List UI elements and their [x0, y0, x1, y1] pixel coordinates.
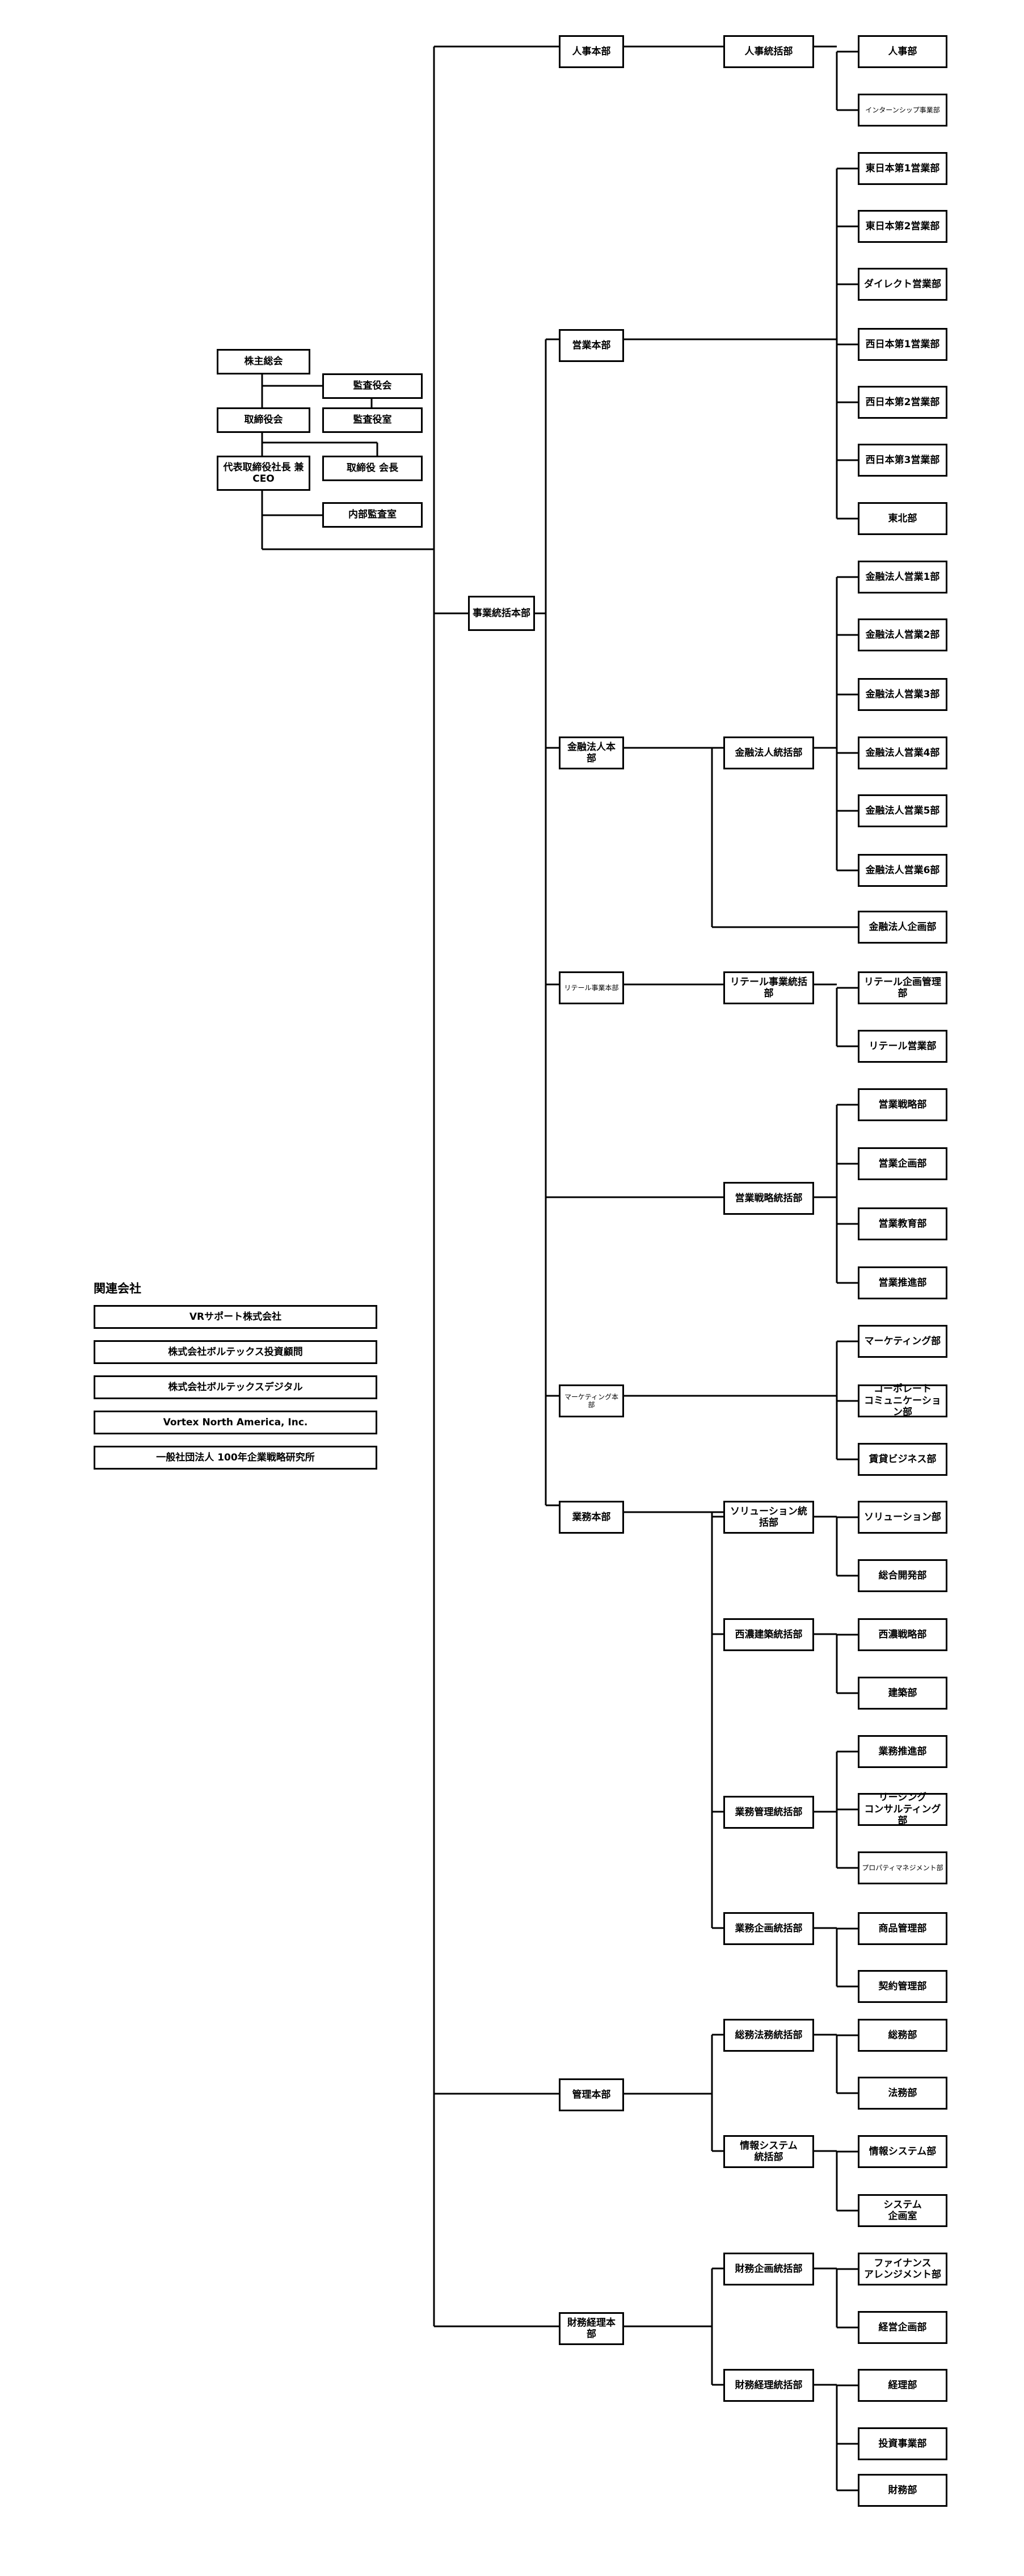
strategy-division-box: 営業戦略統括部: [723, 1182, 814, 1215]
hr-division-box: 人事統括部: [723, 35, 814, 68]
admin-division-1: 情報システム 統括部: [723, 2135, 814, 2168]
fin-acct-division-0: 財務企画統括部: [723, 2253, 814, 2285]
finance-corp-dept-3: 金融法人営業4部: [858, 736, 947, 769]
finance-corp-hq-box: 金融法人本部: [559, 736, 624, 769]
sales-dept-2: ダイレクト営業部: [858, 268, 947, 301]
hr-hq-box: 人事本部: [559, 35, 624, 68]
sales-dept-5: 西日本第3営業部: [858, 444, 947, 477]
sales-dept-0: 東日本第1営業部: [858, 152, 947, 185]
operations-3-dept-1: 契約管理部: [858, 1970, 947, 2003]
operations-1-dept-0: 西濃戦略部: [858, 1618, 947, 1651]
fin-acct-1-dept-2: 財務部: [858, 2474, 947, 2507]
operations-0-dept-0: ソリューション部: [858, 1501, 947, 1534]
auditor-office-box: 監査役室: [322, 407, 423, 433]
finance-corp-dept-0: 金融法人営業1部: [858, 561, 947, 594]
internal-audit-box: 内部監査室: [322, 502, 423, 528]
shareholders-box: 株主総会: [217, 349, 310, 374]
operations-division-2: 業務管理統括部: [723, 1796, 814, 1829]
finance-corp-dept-2: 金融法人営業3部: [858, 678, 947, 711]
strategy-dept-1: 営業企画部: [858, 1147, 947, 1180]
finance-corp-planning-box: 金融法人企画部: [858, 911, 947, 944]
related-company-1: 株式会社ボルテックス投資顧問: [94, 1340, 377, 1364]
operations-division-0: ソリューション統括部: [723, 1501, 814, 1534]
operations-3-dept-0: 商品管理部: [858, 1912, 947, 1945]
finance-corp-dept-4: 金融法人営業5部: [858, 794, 947, 827]
fin-acct-hq-box: 財務経理本部: [559, 2312, 624, 2345]
hr-dept-0: 人事部: [858, 35, 947, 68]
marketing-dept-2: 賃貸ビジネス部: [858, 1443, 947, 1476]
operations-2-dept-2: プロパティマネジメント部: [858, 1851, 947, 1884]
marketing-dept-1: コーポレート コミュニケーション部: [858, 1383, 947, 1418]
operations-0-dept-1: 総合開発部: [858, 1559, 947, 1592]
strategy-dept-2: 営業教育部: [858, 1207, 947, 1240]
fin-acct-division-1: 財務経理統括部: [723, 2369, 814, 2402]
finance-corp-dept-1: 金融法人営業2部: [858, 618, 947, 651]
fin-acct-0-dept-1: 経営企画部: [858, 2311, 947, 2344]
marketing-hq-box: マーケティング本部: [559, 1384, 624, 1417]
connector-lines: [261, 45, 858, 2491]
marketing-dept-0: マーケティング部: [858, 1325, 947, 1358]
hr-dept-1: インターンシップ事業部: [858, 94, 947, 127]
retail-dept-0: リテール企画管理部: [858, 971, 947, 1004]
board-box: 取締役会: [217, 407, 310, 433]
related-company-2: 株式会社ボルテックスデジタル: [94, 1375, 377, 1399]
related-company-4: 一般社団法人 100年企業戦略研究所: [94, 1446, 377, 1470]
related-company-3: Vortex North America, Inc.: [94, 1411, 377, 1434]
fin-acct-0-dept-0: ファイナンス アレンジメント部: [858, 2253, 947, 2285]
admin-division-0: 総務法務統括部: [723, 2019, 814, 2052]
sales-dept-6: 東北部: [858, 502, 947, 535]
strategy-dept-3: 営業推進部: [858, 1266, 947, 1299]
strategy-dept-0: 営業戦略部: [858, 1088, 947, 1121]
operations-2-dept-1: リーシング コンサルティング部: [858, 1792, 947, 1826]
fin-acct-1-dept-0: 経理部: [858, 2369, 947, 2402]
audit-board-box: 監査役会: [322, 373, 423, 399]
operations-division-3: 業務企画統括部: [723, 1912, 814, 1945]
chairman-box: 取締役 会長: [322, 456, 423, 481]
sales-dept-1: 東日本第2営業部: [858, 210, 947, 243]
sales-dept-3: 西日本第1営業部: [858, 328, 947, 361]
finance-corp-division-box: 金融法人統括部: [723, 736, 814, 769]
ceo-box: 代表取締役社長 兼 CEO: [217, 456, 310, 491]
sales-dept-4: 西日本第2営業部: [858, 386, 947, 419]
business-hq-box: 事業統括本部: [468, 596, 535, 631]
finance-corp-dept-5: 金融法人営業6部: [858, 854, 947, 887]
sales-hq-box: 営業本部: [559, 329, 624, 362]
admin-hq-box: 管理本部: [559, 2078, 624, 2111]
admin-1-dept-0: 情報システム部: [858, 2135, 947, 2168]
retail-dept-1: リテール営業部: [858, 1030, 947, 1063]
operations-2-dept-0: 業務推進部: [858, 1735, 947, 1768]
operations-division-1: 西濃建築統括部: [723, 1618, 814, 1651]
fin-acct-1-dept-1: 投資事業部: [858, 2427, 947, 2460]
operations-hq-box: 業務本部: [559, 1501, 624, 1534]
related-company-0: VRサポート株式会社: [94, 1305, 377, 1329]
admin-1-dept-1: システム 企画室: [858, 2194, 947, 2227]
retail-division-box: リテール事業統括部: [723, 971, 814, 1004]
admin-0-dept-1: 法務部: [858, 2077, 947, 2110]
admin-0-dept-0: 総務部: [858, 2019, 947, 2052]
retail-hq-box: リテール事業本部: [559, 971, 624, 1004]
operations-1-dept-1: 建築部: [858, 1677, 947, 1710]
related-companies-heading: 関連会社: [94, 1282, 141, 1295]
